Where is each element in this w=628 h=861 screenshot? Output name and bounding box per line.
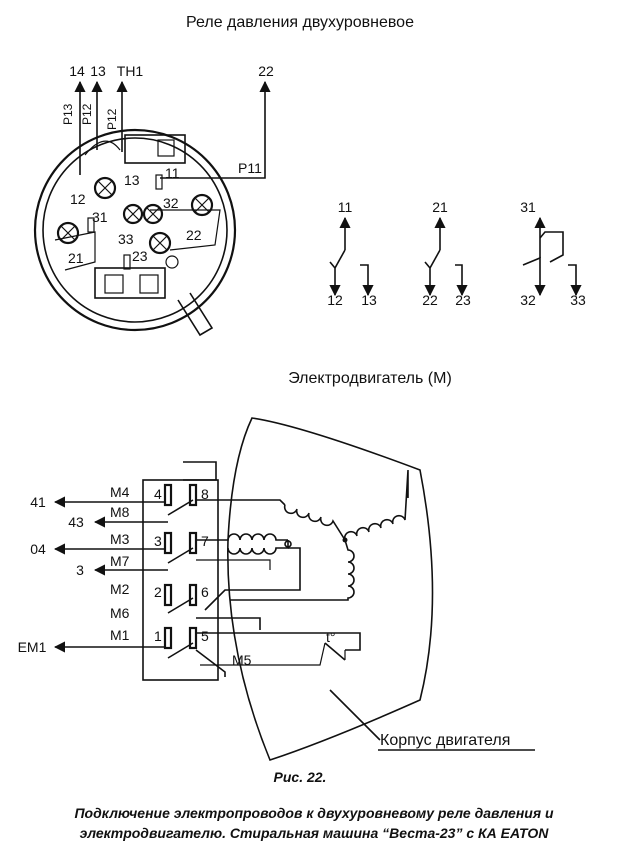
wire-label-p13: P13	[61, 103, 75, 125]
contact-31: 31	[520, 199, 536, 215]
contact-group-1	[329, 216, 374, 297]
terminal-13: 13	[90, 63, 106, 79]
external-wires	[53, 496, 168, 653]
body-num-11: 11	[165, 165, 180, 181]
wire-label-p12a: P12	[80, 103, 94, 125]
body-num-22: 22	[186, 227, 202, 243]
contact-12: 12	[327, 292, 343, 308]
wire-mark-m4: M4	[110, 484, 130, 500]
wire-mark-m7: M7	[110, 553, 130, 569]
contact-11: 11	[338, 199, 353, 215]
caption-line-1: Подключение электропроводов к двухуровне…	[74, 805, 553, 821]
body-num-13: 13	[124, 172, 140, 188]
contact-group-3	[522, 216, 582, 297]
block-left-2: 2	[154, 584, 162, 600]
thermal-protector	[195, 617, 361, 677]
terminal-th1: TH1	[117, 63, 144, 79]
relay-title: Реле давления двухуровневое	[186, 14, 414, 31]
terminal-pairs	[163, 483, 198, 659]
body-num-21: 21	[68, 250, 84, 266]
wire-mark-m6: M6	[110, 605, 130, 621]
ext-wire-3: 3	[76, 562, 84, 578]
terminal-14: 14	[69, 63, 85, 79]
wire-mark-m5: M5	[232, 652, 252, 668]
body-num-12: 12	[70, 191, 86, 207]
wire-mark-m8: M8	[110, 504, 130, 520]
contact-group-2	[424, 216, 468, 297]
motor-title: Электродвигатель (М)	[288, 370, 452, 387]
ext-wire-em1: EM1	[18, 639, 47, 655]
contact-33: 33	[570, 292, 586, 308]
relay-top-wires	[74, 80, 271, 179]
wire-label-p11: P11	[238, 160, 262, 176]
block-left-1: 1	[154, 628, 162, 644]
block-right-6: 6	[201, 584, 209, 600]
motor-housing	[227, 417, 434, 761]
body-num-31: 31	[92, 209, 108, 225]
block-right-7: 7	[201, 533, 209, 549]
thermal-label: t°	[326, 629, 336, 645]
block-left-4: 4	[154, 486, 162, 502]
block-right-8: 8	[201, 486, 209, 502]
terminal-block	[142, 479, 219, 681]
terminal-22: 22	[258, 63, 274, 79]
housing-label: Корпус двигателя	[380, 732, 510, 749]
ext-wire-43: 43	[68, 514, 84, 530]
wire-label-p12b: P12	[105, 108, 119, 130]
block-right-5: 5	[201, 628, 209, 644]
motor-windings	[196, 469, 409, 611]
caption-line-2: электродвигателю. Стиральная машина “Вес…	[80, 825, 550, 841]
body-num-33: 33	[118, 231, 134, 247]
body-num-32: 32	[163, 195, 179, 211]
pressure-relay-body	[33, 128, 237, 337]
figure-number: Рис. 22.	[274, 769, 327, 785]
contact-13: 13	[361, 292, 377, 308]
contact-32: 32	[520, 292, 536, 308]
housing-leader-line	[329, 689, 381, 741]
block-outline	[183, 461, 217, 481]
wire-mark-m2: M2	[110, 581, 130, 597]
contact-21: 21	[432, 199, 448, 215]
ext-wire-04: 04	[30, 541, 46, 557]
block-left-3: 3	[154, 533, 162, 549]
body-num-23: 23	[132, 248, 148, 264]
contact-22: 22	[422, 292, 438, 308]
wire-mark-m1: M1	[110, 627, 130, 643]
wire-mark-m3: M3	[110, 531, 130, 547]
ext-wire-41: 41	[30, 494, 46, 510]
contact-23: 23	[455, 292, 471, 308]
